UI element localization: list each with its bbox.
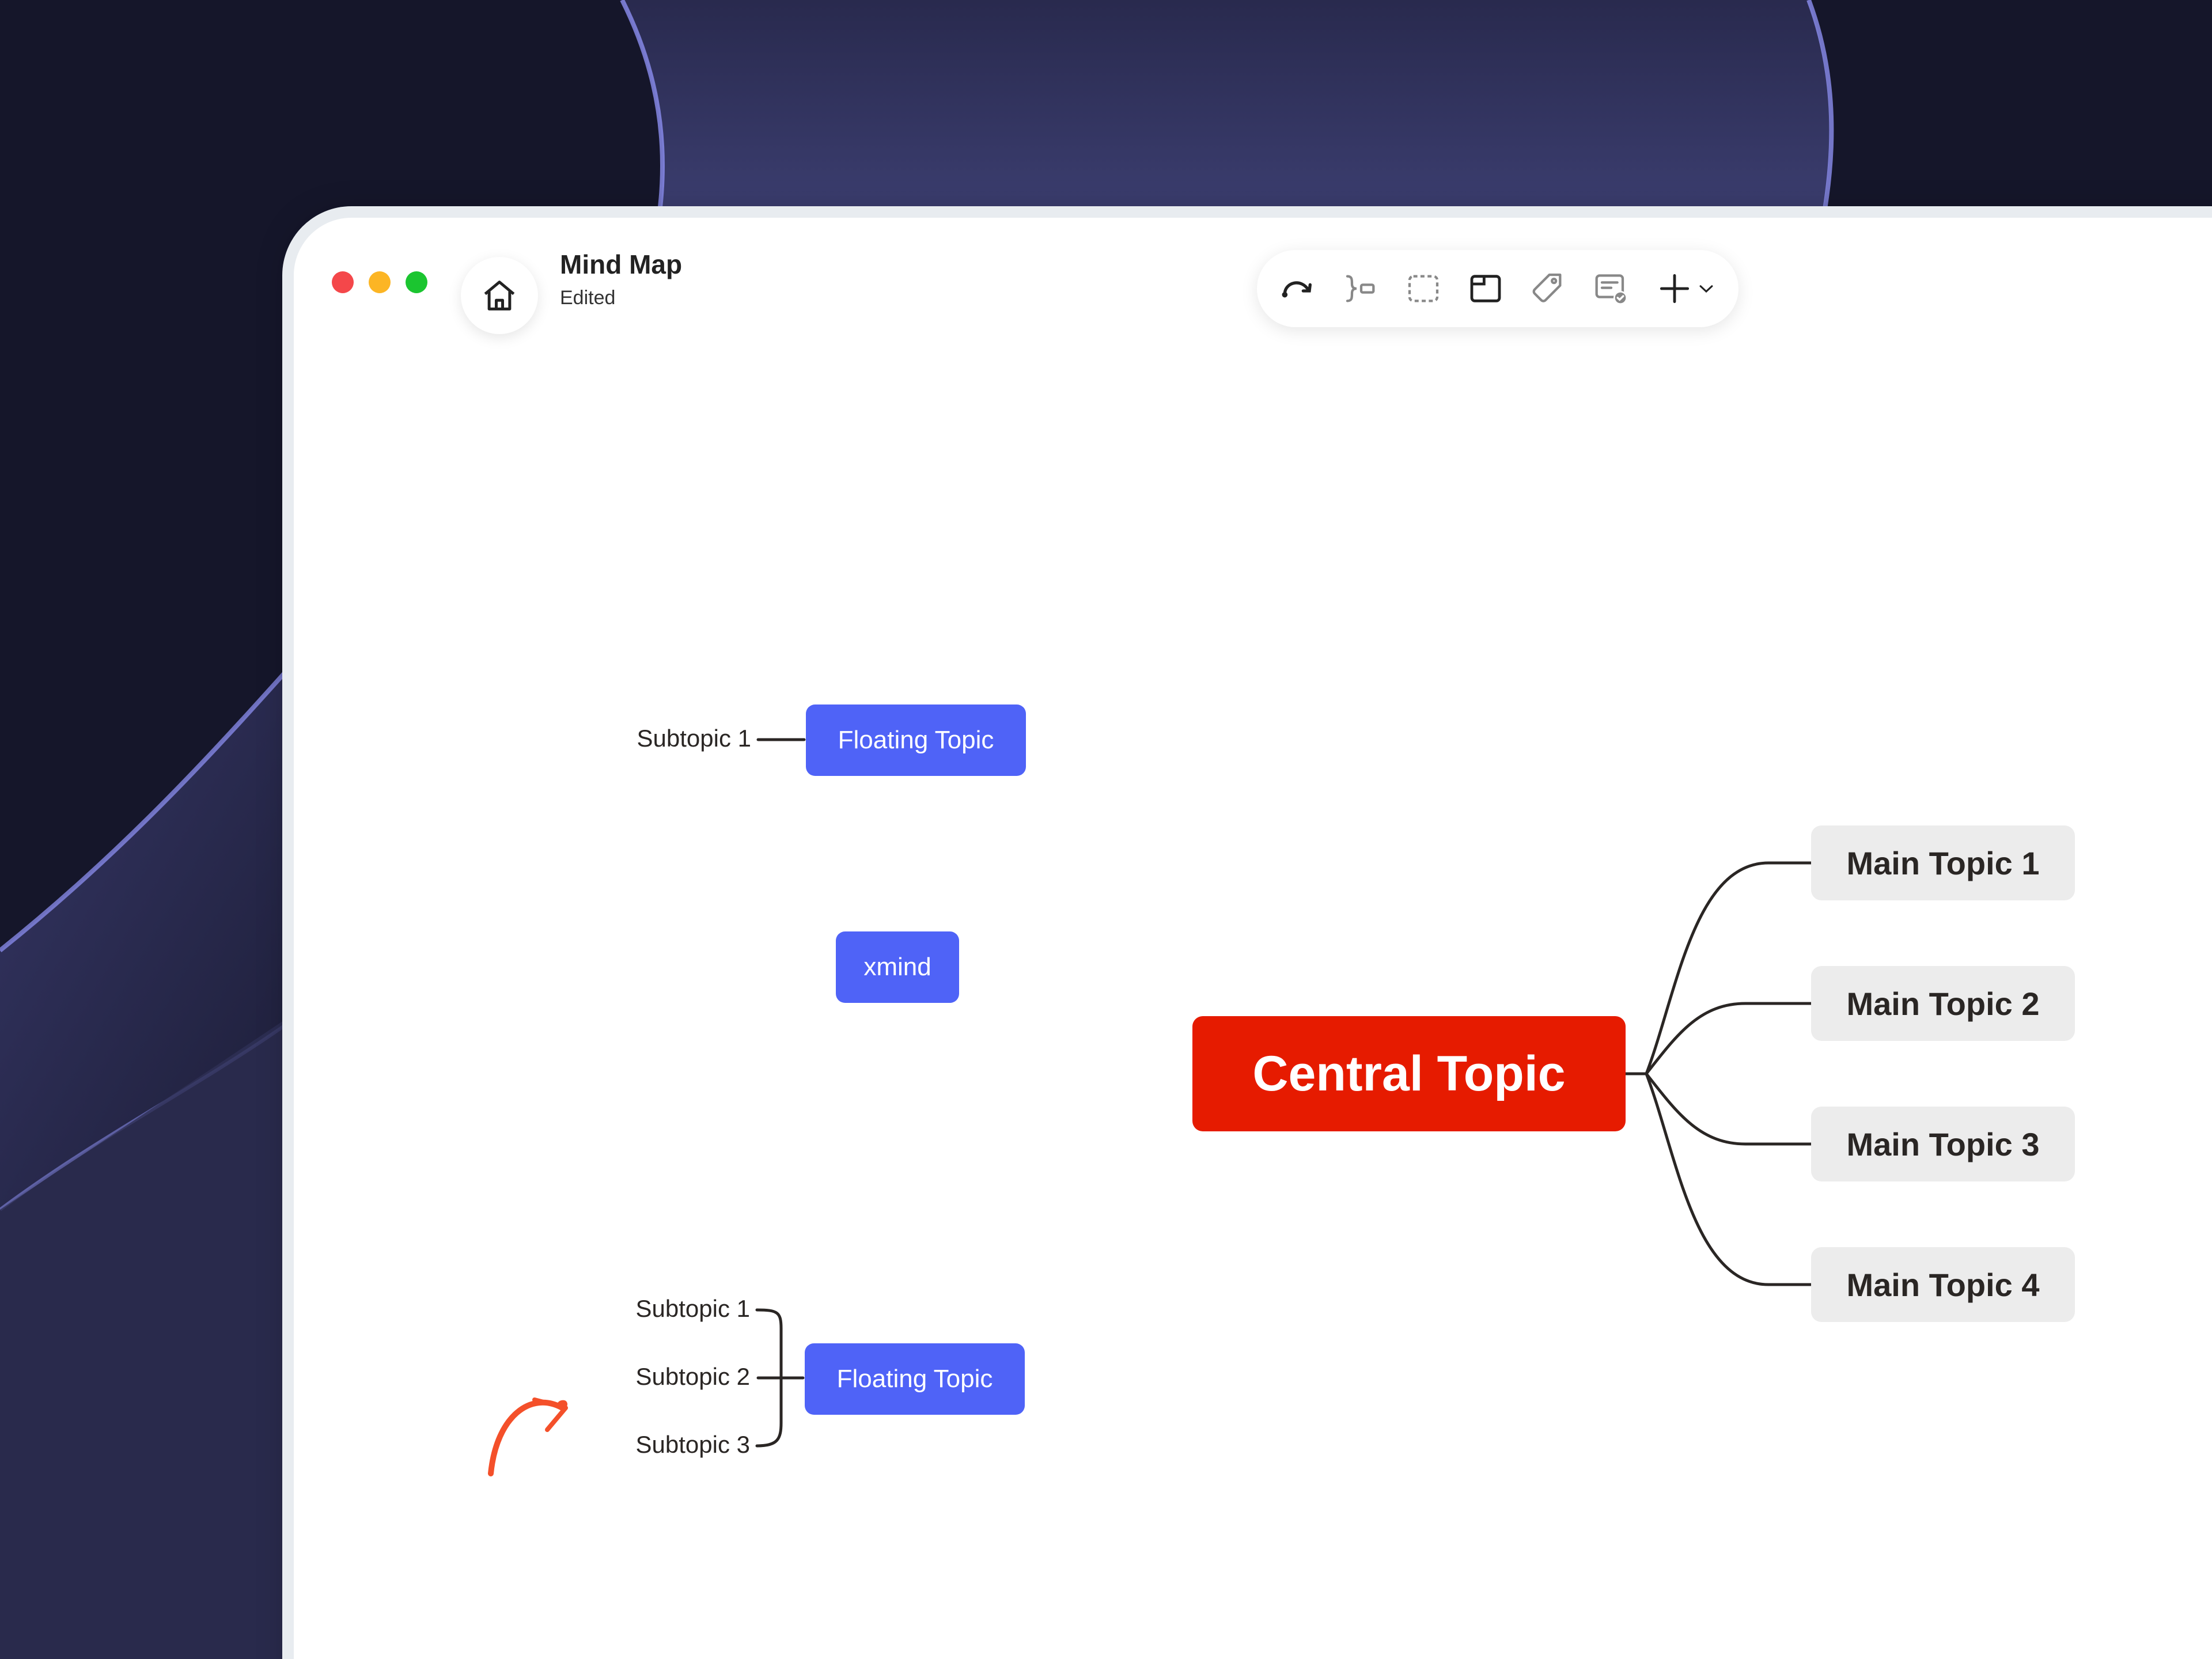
main-topic-3[interactable]: Main Topic 3 — [1811, 1107, 2075, 1181]
minimize-button[interactable] — [369, 271, 391, 293]
frame-button[interactable] — [1464, 267, 1507, 310]
floating-2-subtopic-1[interactable]: Subtopic 1 — [635, 1295, 750, 1322]
connector-main-topic-1 — [1645, 861, 1813, 1075]
app-window: Mind Map Edited — [294, 218, 2212, 1659]
toolbar — [1257, 250, 1738, 327]
floating-1-subtopic-1[interactable]: Subtopic 1 — [637, 725, 751, 752]
document-status: Edited — [560, 287, 616, 309]
home-button[interactable] — [461, 257, 538, 334]
relationship-icon — [1282, 281, 1312, 298]
floating-topic-2[interactable]: Floating Topic — [805, 1343, 1025, 1415]
connector-lines — [488, 738, 1813, 1476]
zoom-button[interactable] — [406, 271, 427, 293]
summary-icon — [1346, 275, 1375, 302]
arrow-annotation — [488, 1397, 568, 1476]
boundary-button[interactable] — [1402, 267, 1445, 310]
document-title: Mind Map — [560, 249, 683, 279]
summary-button[interactable] — [1340, 267, 1382, 310]
central-topic[interactable]: Central Topic — [1192, 1016, 1626, 1131]
home-icon — [484, 281, 515, 310]
insert-dropdown-button[interactable] — [1695, 267, 1718, 310]
connector-main-topic-2 — [1645, 1002, 1813, 1075]
floating-2-subtopic-3[interactable]: Subtopic 3 — [635, 1431, 750, 1458]
chevron-down-icon — [1699, 285, 1713, 293]
connector-main-topic-4 — [1645, 1072, 1813, 1286]
label-icon — [1532, 273, 1562, 302]
connector-floating-2-bracket — [755, 1308, 783, 1448]
insert-button[interactable] — [1653, 267, 1696, 310]
label-button[interactable] — [1527, 267, 1569, 310]
insert-plus-icon — [1660, 274, 1690, 304]
main-topic-1[interactable]: Main Topic 1 — [1811, 825, 2075, 900]
main-topic-2[interactable]: Main Topic 2 — [1811, 966, 2075, 1041]
floating-topic-1[interactable]: Floating Topic — [806, 704, 1026, 776]
note-button[interactable] — [1590, 267, 1633, 310]
main-topic-4[interactable]: Main Topic 4 — [1811, 1247, 2075, 1322]
note-icon — [1595, 274, 1627, 305]
relationship-button[interactable] — [1277, 267, 1319, 310]
close-button[interactable] — [332, 271, 354, 293]
connector-main-topic-3 — [1645, 1072, 1813, 1146]
floating-2-subtopic-2[interactable]: Subtopic 2 — [635, 1363, 750, 1390]
frame-icon — [1470, 275, 1501, 302]
boundary-icon — [1408, 275, 1439, 302]
xmind-topic[interactable]: xmind — [836, 931, 959, 1003]
